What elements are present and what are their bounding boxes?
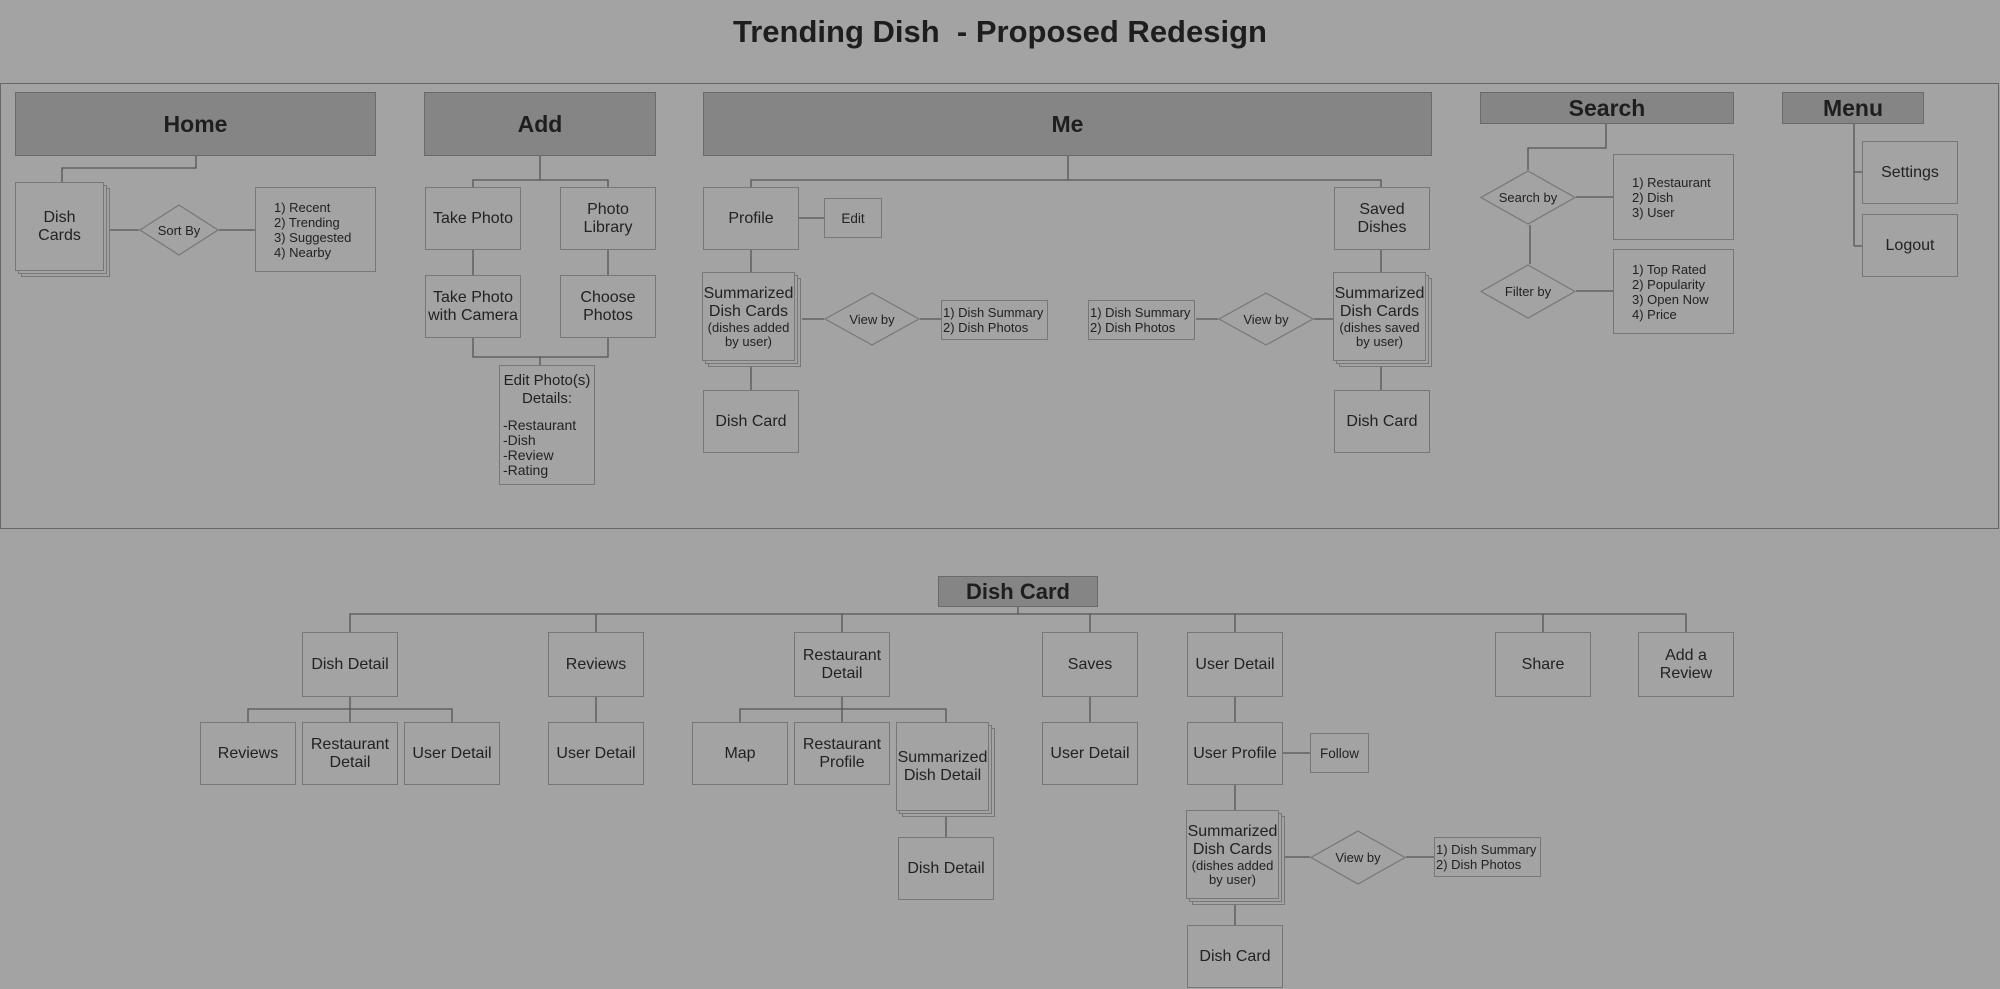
home-header: Home — [15, 92, 376, 156]
map-node: Map — [692, 722, 788, 785]
summarized-dish-detail-child-node: Dish Detail — [898, 837, 994, 900]
photo-library-node: Photo Library — [560, 187, 656, 250]
page-title: Trending Dish - Proposed Redesign — [733, 14, 1267, 49]
user-profile-node: User Profile — [1187, 722, 1283, 785]
sort-by-decision: Sort By — [139, 204, 219, 256]
edit-profile-node: Edit — [824, 198, 882, 238]
take-photo-node: Take Photo — [425, 187, 521, 250]
search-options-list: 1) Restaurant 2) Dish 3) User — [1613, 154, 1734, 240]
view-options-user-list: 1) Dish Summary 2) Dish Photos — [1434, 837, 1541, 877]
dish-card-header: Dish Card — [938, 576, 1098, 607]
dish-card-saved-node: Dish Card — [1334, 390, 1430, 453]
dish-detail-user-node: User Detail — [404, 722, 500, 785]
user-detail-node: User Detail — [1187, 632, 1283, 697]
share-node: Share — [1495, 632, 1591, 697]
saves-user-detail-node: User Detail — [1042, 722, 1138, 785]
me-header: Me — [703, 92, 1432, 156]
dish-detail-node: Dish Detail — [302, 632, 398, 697]
view-by-decision-profile: View by — [824, 292, 920, 346]
follow-node: Follow — [1310, 733, 1369, 773]
main-navigation-frame — [0, 83, 1999, 529]
filter-options-list: 1) Top Rated 2) Popularity 3) Open Now 4… — [1613, 249, 1734, 334]
add-header: Add — [424, 92, 656, 156]
profile-node: Profile — [703, 187, 799, 250]
search-header: Search — [1480, 92, 1734, 124]
search-by-decision: Search by — [1480, 170, 1576, 225]
view-options-saved-list: 1) Dish Summary 2) Dish Photos — [1088, 300, 1195, 340]
view-options-profile-list: 1) Dish Summary 2) Dish Photos — [941, 300, 1048, 340]
view-by-decision-user: View by — [1310, 830, 1406, 885]
filter-by-decision: Filter by — [1480, 264, 1576, 319]
dish-card-profile-node: Dish Card — [703, 390, 799, 453]
reviews-user-detail-node: User Detail — [548, 722, 644, 785]
logout-node: Logout — [1862, 214, 1958, 277]
reviews-node: Reviews — [548, 632, 644, 697]
sort-options-list: 1) Recent 2) Trending 3) Suggested 4) Ne… — [255, 187, 376, 272]
user-dish-card-node: Dish Card — [1187, 925, 1283, 988]
dish-detail-reviews-node: Reviews — [200, 722, 296, 785]
view-by-decision-saved: View by — [1218, 292, 1314, 346]
menu-header: Menu — [1782, 92, 1924, 124]
settings-node: Settings — [1862, 141, 1958, 204]
edit-photo-details-node: Edit Photo(s) Details: -Restaurant -Dish… — [499, 365, 595, 485]
saves-node: Saves — [1042, 632, 1138, 697]
